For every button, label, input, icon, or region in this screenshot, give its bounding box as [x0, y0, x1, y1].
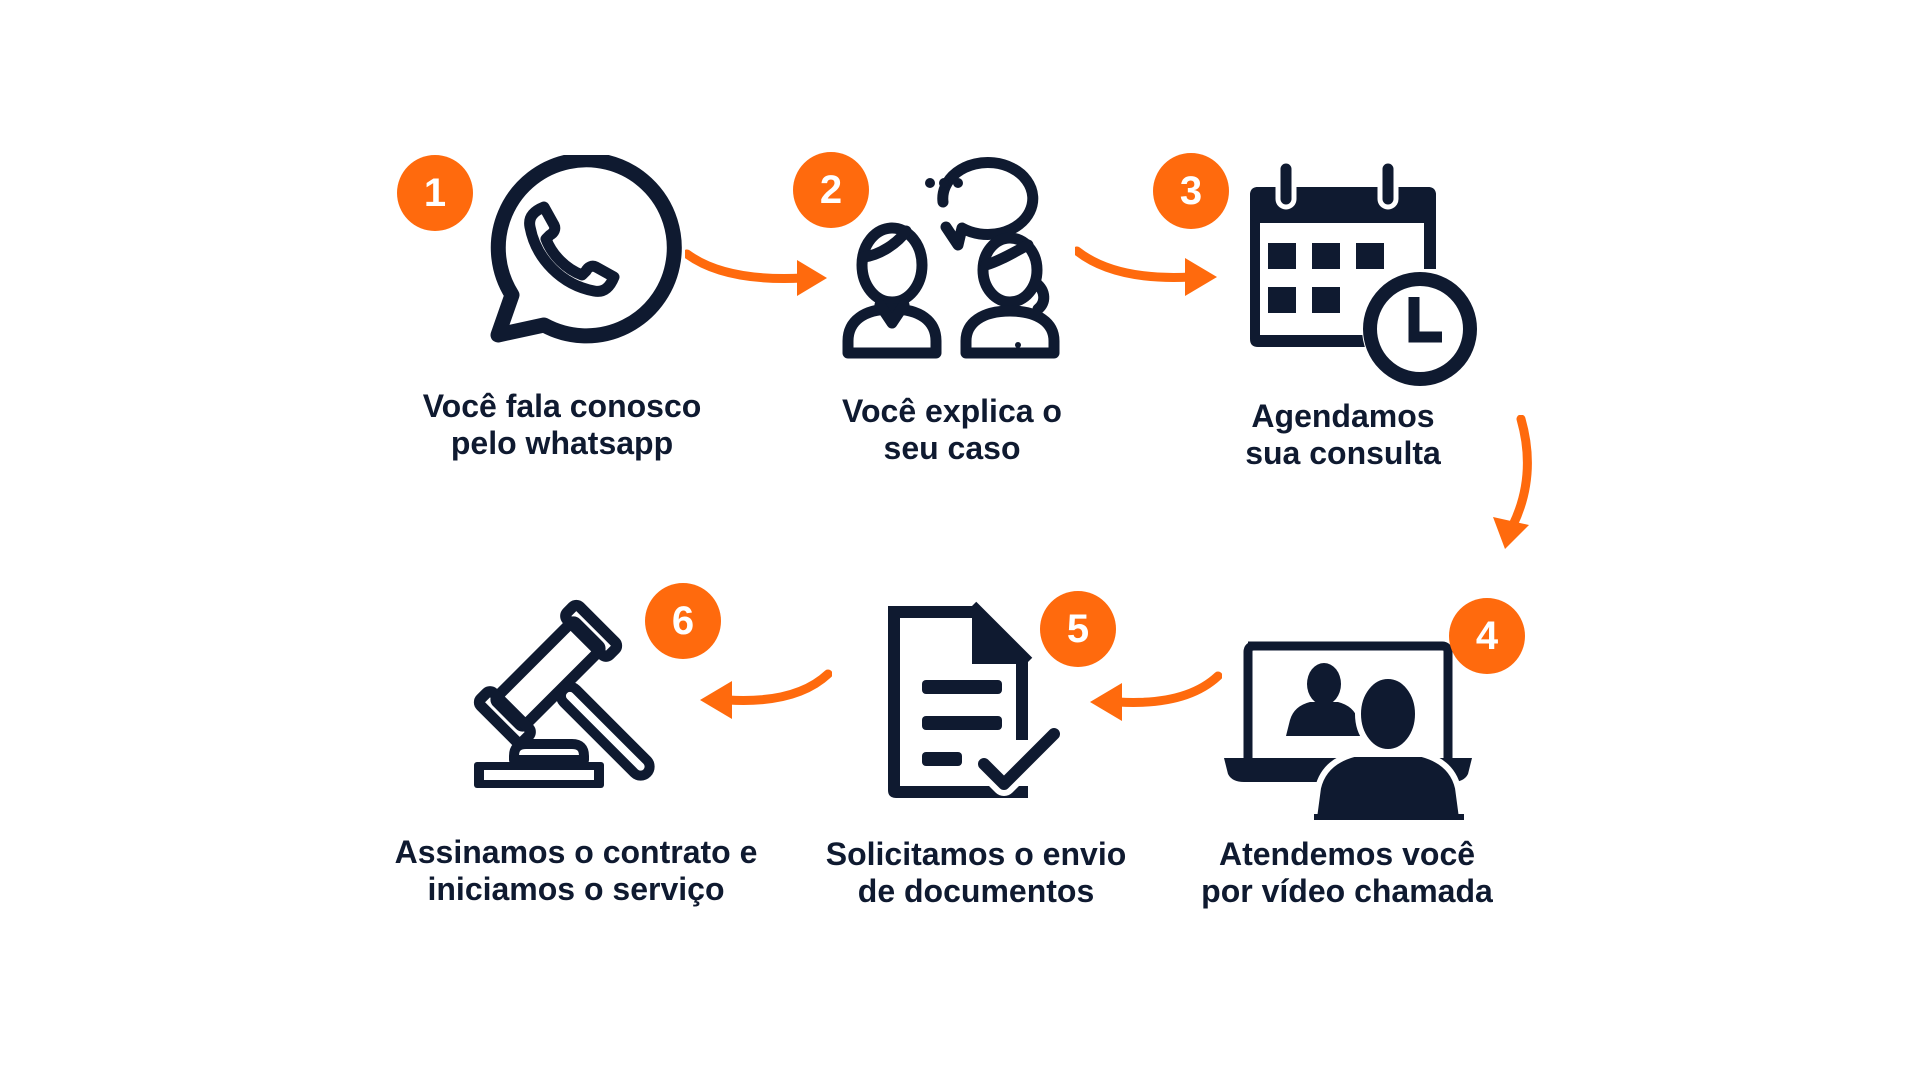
- step-1-badge: 1: [397, 155, 473, 231]
- step-1-line-2: pelo whatsapp: [450, 425, 674, 461]
- conversation-people-icon: [842, 157, 1060, 359]
- step-5-line-1: Solicitamos o envio: [825, 836, 1127, 872]
- step-2-line-2: seu caso: [883, 430, 1021, 466]
- arrow-step-4-to-5: [1090, 671, 1222, 721]
- step-5-line-2: de documentos: [857, 873, 1095, 909]
- step-6-line-2: iniciamos o serviço: [427, 871, 725, 907]
- step-5-badge: 5: [1040, 591, 1116, 667]
- video-call-laptop-icon: [1224, 641, 1472, 820]
- step-6-line-1: Assinamos o contrato e: [394, 834, 758, 870]
- gavel-icon: [473, 599, 655, 788]
- step-4-caption: Atendemos você por vídeo chamada: [1137, 836, 1557, 910]
- step-4-badge: 4: [1449, 598, 1525, 674]
- step-2-badge: 2: [793, 152, 869, 228]
- step-6-badge: 6: [645, 583, 721, 659]
- step-3-caption: Agendamos sua consulta: [1133, 398, 1553, 472]
- document-check-icon: [888, 601, 1066, 798]
- step-6-caption: Assinamos o contrato e iniciamos o servi…: [366, 834, 786, 908]
- step-3-line-1: Agendamos: [1251, 398, 1435, 434]
- step-1-line-1: Você fala conosco: [422, 388, 702, 424]
- arrow-step-2-to-3: [1075, 246, 1217, 296]
- whatsapp-icon: [490, 155, 682, 344]
- step-5-caption: Solicitamos o envio de documentos: [766, 836, 1186, 910]
- step-4-line-1: Atendemos você: [1218, 836, 1476, 872]
- calendar-clock-icon: [1250, 158, 1478, 387]
- arrow-step-5-to-6: [700, 669, 832, 719]
- arrow-step-1-to-2: [685, 249, 827, 296]
- step-2-line-1: Você explica o: [842, 393, 1062, 429]
- arrow-step-3-to-4: [1493, 415, 1532, 549]
- step-3-badge: 3: [1153, 153, 1229, 229]
- step-4-line-2: por vídeo chamada: [1201, 873, 1493, 909]
- step-2-caption: Você explica o seu caso: [742, 393, 1162, 467]
- step-3-line-2: sua consulta: [1245, 435, 1441, 471]
- step-1-caption: Você fala conosco pelo whatsapp: [352, 388, 772, 462]
